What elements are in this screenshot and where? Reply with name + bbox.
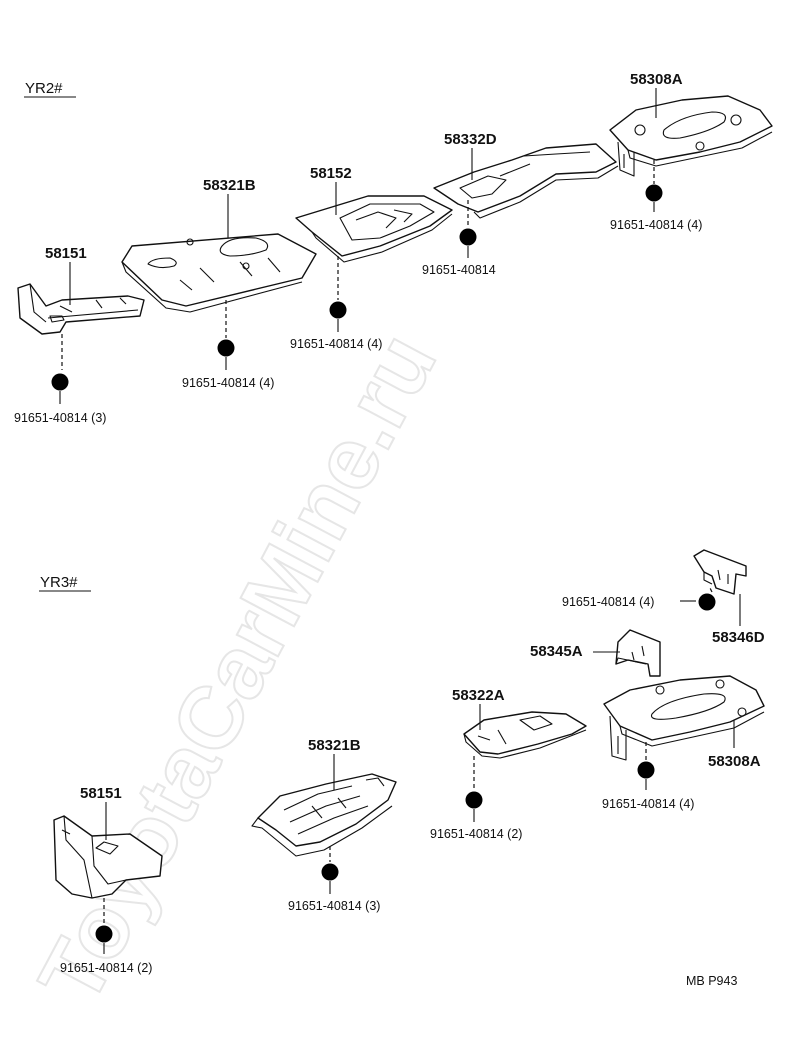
- part-58346D[interactable]: [693, 549, 747, 595]
- bolt-marker-58308A-yr3: [637, 760, 655, 779]
- part-label-58151: 58151: [45, 245, 87, 262]
- bolt-label-58332D: 91651-40814: [422, 263, 496, 277]
- bolt-marker-58308A-yr2: [645, 183, 663, 202]
- part-58321B[interactable]: [121, 233, 317, 313]
- bolt-label-58321B: 91651-40814 (4): [182, 376, 274, 390]
- part-58151[interactable]: [17, 283, 145, 335]
- part-58322A[interactable]: [463, 711, 587, 759]
- diagram-code: MB P943: [686, 974, 737, 988]
- part-58332D[interactable]: [433, 143, 619, 219]
- part-label-58345A: 58345A: [530, 643, 583, 660]
- bolt-marker-58321B-yr3: [321, 862, 339, 881]
- part-58321B-yr3[interactable]: [251, 773, 397, 857]
- bolt-label-58308A-yr2: 91651-40814 (4): [610, 218, 702, 232]
- bolt-label-58151-yr3: 91651-40814 (2): [60, 961, 152, 975]
- section-title-yr2: YR2#: [25, 80, 63, 97]
- bolt-label-58346D: 91651-40814 (4): [562, 595, 654, 609]
- bolt-label-58322A: 91651-40814 (2): [430, 827, 522, 841]
- part-label-58321B-yr3: 58321B: [308, 737, 361, 754]
- part-label-58346D: 58346D: [712, 629, 765, 646]
- part-label-58151-yr3: 58151: [80, 785, 122, 802]
- part-label-58308A-yr2: 58308A: [630, 71, 683, 88]
- part-label-58322A: 58322A: [452, 687, 505, 704]
- bolt-marker-58322A: [465, 790, 483, 809]
- section-title-yr3: YR3#: [40, 574, 78, 591]
- bolt-label-58152: 91651-40814 (4): [290, 337, 382, 351]
- bolt-marker-58151: [51, 372, 69, 391]
- part-label-58152: 58152: [310, 165, 352, 182]
- bolt-label-58151: 91651-40814 (3): [14, 411, 106, 425]
- part-58345A[interactable]: [615, 629, 661, 677]
- part-58152[interactable]: [295, 195, 453, 263]
- bolt-marker-58332D: [459, 227, 477, 246]
- bolt-marker-58321B: [217, 338, 235, 357]
- part-58308A-yr3[interactable]: [603, 675, 765, 761]
- bolt-label-58308A-yr3: 91651-40814 (4): [602, 797, 694, 811]
- bolt-line-58346D: [709, 587, 713, 593]
- part-58308A-yr2[interactable]: [609, 95, 773, 177]
- part-label-58321B: 58321B: [203, 177, 256, 194]
- part-label-58308A-yr3: 58308A: [708, 753, 761, 770]
- bolt-marker-58346D: [698, 592, 716, 611]
- section-yr3: YR3# 91651-40814 (4) 58346D 58345A 58322…: [39, 549, 765, 975]
- part-58151-yr3[interactable]: [53, 815, 163, 899]
- section-yr2: YR2# 58151 91651-40814 (3) 58321B 916: [14, 71, 773, 425]
- bolt-marker-58152: [329, 300, 347, 319]
- bolt-label-58321B-yr3: 91651-40814 (3): [288, 899, 380, 913]
- part-label-58332D: 58332D: [444, 131, 497, 148]
